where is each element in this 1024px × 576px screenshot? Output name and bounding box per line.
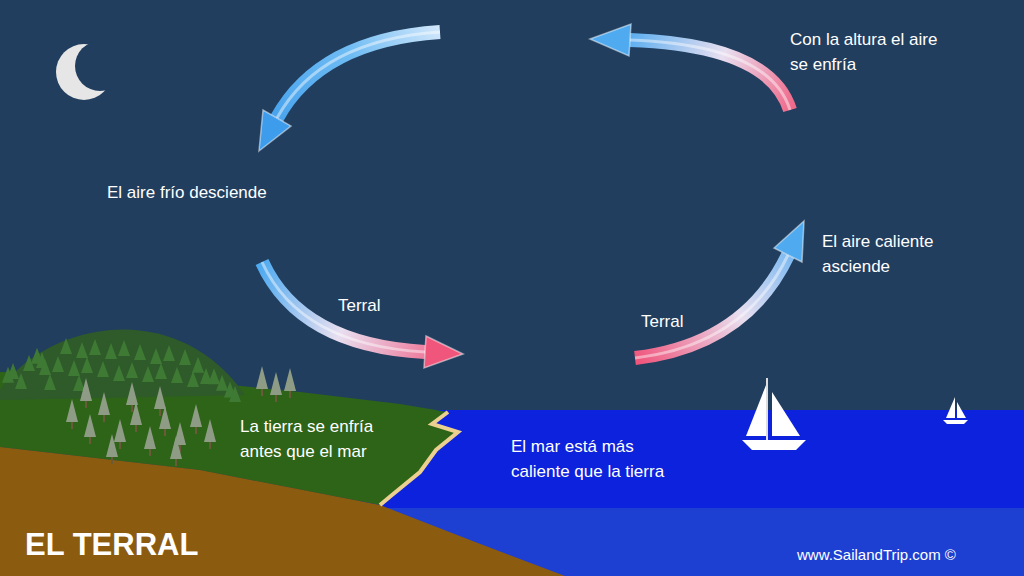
process-note: El aire frío desciende [107,181,267,206]
wind-label: Terral [338,294,381,319]
wind-arrow [262,262,463,368]
tree [106,434,118,464]
wind-arrow [259,32,440,151]
tree [98,392,110,422]
watermark: www.SailandTrip.com © [797,544,956,566]
tree [154,386,166,416]
tree [170,436,182,466]
wind-arrow [590,24,790,110]
tree [105,343,117,359]
tree [171,367,183,383]
wind-label: Terral [641,310,684,335]
tree [190,404,202,434]
sailboat [943,397,968,424]
tree [130,402,142,432]
land-note: La tierra se enfría antes que el mar [240,415,408,464]
tree [284,368,296,398]
tree [113,365,125,381]
diagram-title: EL TERRAL [25,526,198,563]
process-note: El aire caliente asciende [822,230,962,279]
process-note: Con la altura el aire se enfría [790,28,940,77]
tree [23,355,35,371]
tree [150,348,162,364]
forest-hill [0,329,245,400]
tree [81,357,93,373]
tree [159,406,171,436]
ground [0,447,565,576]
tree [84,414,96,444]
coastline [380,412,458,505]
tree [118,340,130,356]
sailboat [742,378,806,450]
tree [44,374,56,390]
tree [256,366,268,396]
tree [144,426,156,456]
tree [134,344,146,360]
tree [204,419,216,449]
tree [187,371,199,387]
tree [142,366,154,382]
tree [89,339,101,355]
tree [179,349,191,365]
tree [68,360,80,376]
moon [56,41,125,100]
tree [80,378,92,408]
tree [270,372,282,402]
forest-trees [2,338,241,402]
tree [73,375,85,391]
tree [192,357,204,373]
tree [7,363,19,379]
tree [163,345,175,361]
tree [97,361,109,377]
tree [52,356,64,372]
tree [126,362,138,378]
tree [229,386,241,402]
tree [155,363,167,379]
wind-arrow [635,221,804,358]
tree [60,338,72,354]
tree [126,382,138,412]
sea-note: El mar está más caliente que la tierra [511,435,685,484]
tree [36,352,48,368]
tree [66,399,78,429]
tree [76,342,88,358]
tree [114,419,126,449]
